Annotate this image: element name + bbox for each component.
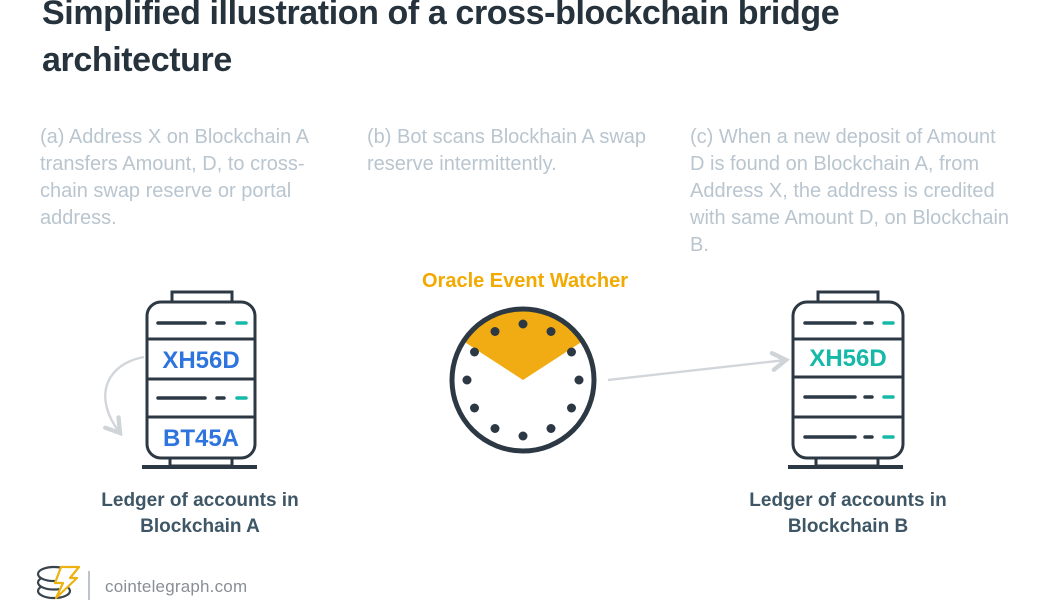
curved-arrow-icon bbox=[103, 355, 145, 437]
database-b-icon: XH56D bbox=[788, 290, 905, 469]
ledger-a-address-1: XH56D bbox=[162, 347, 239, 374]
footer-site-text: cointelegraph.com bbox=[105, 577, 248, 596]
page-title-line-2: architecture bbox=[42, 41, 232, 79]
transfer-arrow-icon bbox=[607, 350, 790, 382]
oracle-event-watcher-label: Oracle Event Watcher bbox=[421, 270, 628, 292]
page-title-line-1: Simplified illustration of a cross-block… bbox=[42, 0, 840, 32]
server-body bbox=[791, 300, 905, 460]
ledger-b-address-1: XH56D bbox=[809, 345, 886, 372]
page-title: Simplified illustration of a cross-block… bbox=[42, 0, 840, 84]
step-a-text: (a) Address X on Blockchain A transfers … bbox=[40, 126, 308, 229]
step-b-text: (b) Bot scans Blockhain A swap reserve i… bbox=[367, 126, 647, 175]
step-c-text: (c) When a new deposit of Amount D is fo… bbox=[690, 126, 1010, 256]
ledger-a-caption: Ledger of accounts in Blockchain A bbox=[101, 490, 299, 537]
footer-divider bbox=[88, 571, 90, 600]
lightning-bolt-icon bbox=[53, 565, 81, 600]
ledger-a-address-2: BT45A bbox=[163, 425, 239, 452]
database-a-icon: XH56D BT45A bbox=[103, 290, 257, 469]
clock-icon bbox=[449, 306, 597, 454]
ledger-b-caption: Ledger of accounts in Blockchain B bbox=[749, 490, 947, 537]
cointelegraph-logo-icon bbox=[36, 565, 81, 600]
clock-tick-dots bbox=[462, 319, 584, 441]
